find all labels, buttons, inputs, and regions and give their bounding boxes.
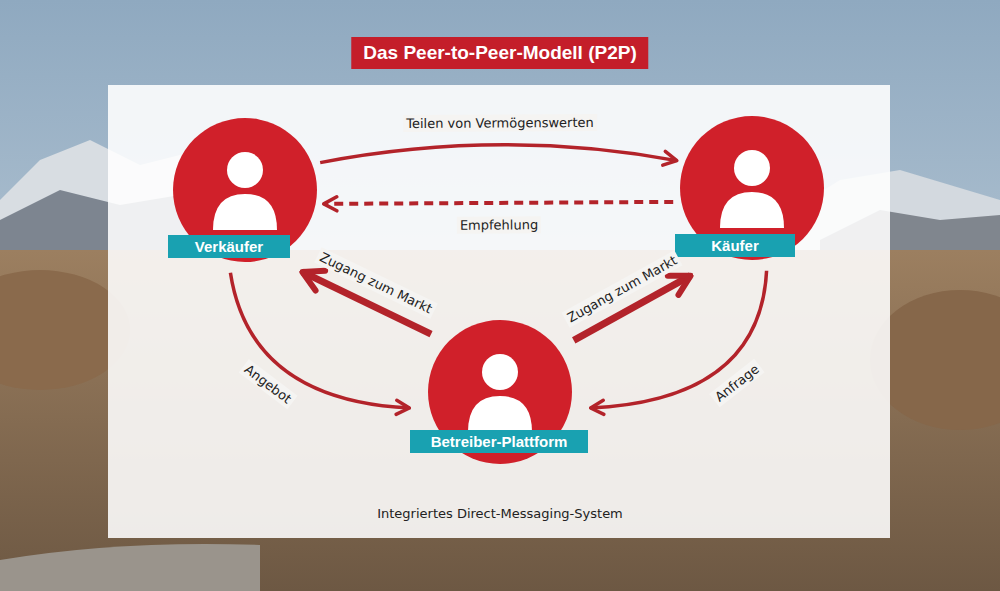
person-body (720, 192, 784, 228)
person-body (468, 396, 532, 432)
dashed-arrow (324, 202, 673, 204)
note-label: Integriertes Direct-Messaging-System (377, 506, 623, 521)
person-circle: Betreiber-Plattform (428, 320, 572, 464)
node-label: Betreiber-Plattform (431, 433, 568, 450)
person-circle: Verkäufer (173, 118, 317, 262)
node-label: Verkäufer (195, 238, 263, 255)
name-band: Käufer (675, 234, 795, 257)
person-head (734, 150, 770, 186)
road (0, 544, 260, 591)
edge-label: Teilen von Vermögenswerten (403, 114, 597, 132)
person-body (213, 194, 277, 230)
title-box: Das Peer-to-Peer-Modell (P2P) (351, 37, 648, 69)
name-band: Verkäufer (168, 235, 290, 258)
person-head (482, 354, 518, 390)
node-label: Käufer (711, 237, 759, 254)
person-head (227, 152, 263, 188)
edge-label: Empfehlung (456, 216, 540, 233)
person-circle: Käufer (680, 116, 824, 260)
name-band: Betreiber-Plattform (410, 430, 588, 453)
curved-arrow (320, 145, 677, 163)
panel (108, 85, 890, 538)
